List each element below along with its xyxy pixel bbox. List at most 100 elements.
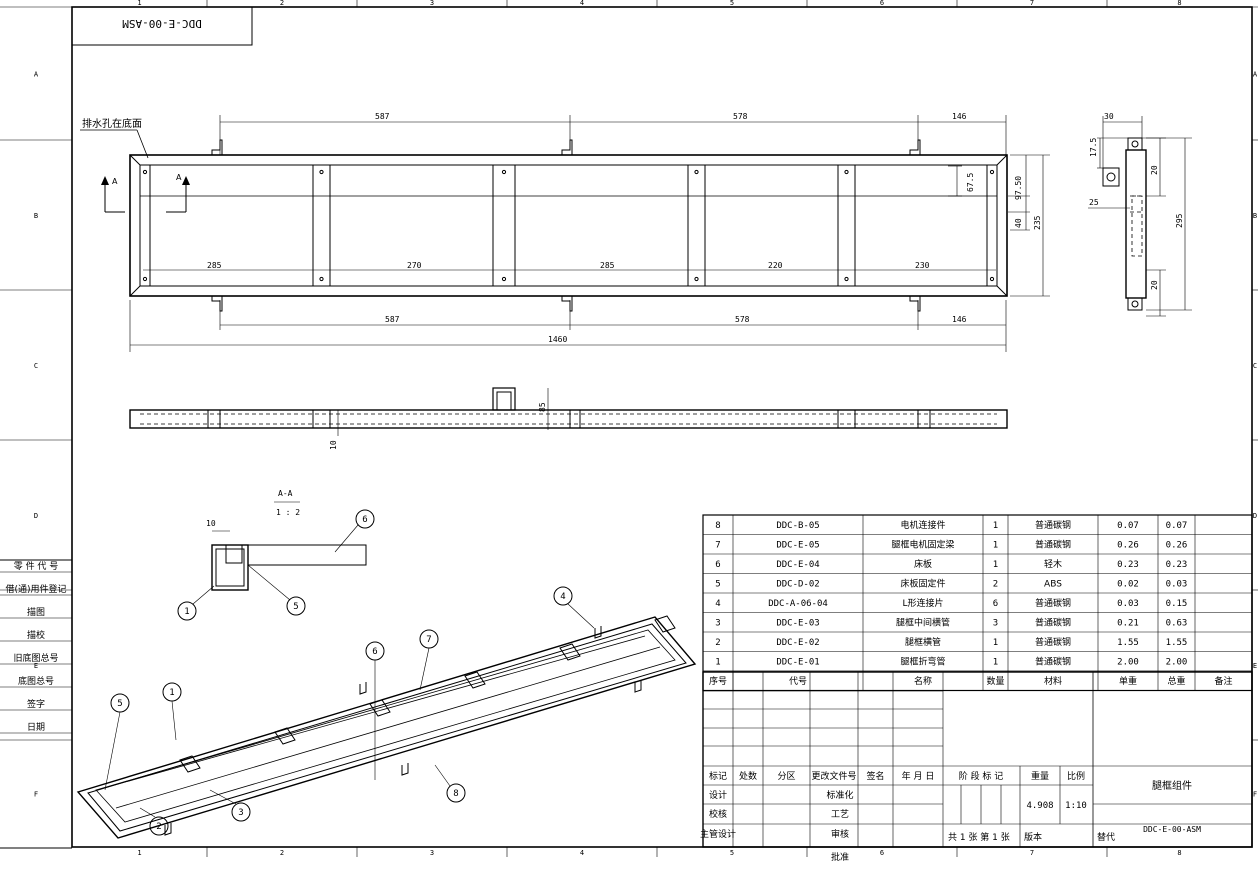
bom-cell: 轻木 [1044, 558, 1062, 570]
bom-cell: 1 [993, 658, 998, 668]
side-dim-d: 20 [1150, 280, 1159, 290]
role-label: 设计 [709, 789, 727, 801]
row-marker-left: C [34, 362, 38, 370]
bom-cell: 腿框电机固定梁 [891, 539, 954, 551]
bom-cell: DDC-E-04 [776, 560, 819, 570]
title-block: 标记处数分区更改文件号签名年 月 日设计校核主管设计标准化工艺审核批准阶 段 标… [700, 671, 1253, 863]
side-dim-h: 295 [1175, 213, 1184, 228]
balloon-iso: 6 [372, 647, 377, 657]
row-marker-right: C [1253, 362, 1257, 370]
cross-members [139, 164, 998, 287]
brackets [211, 139, 921, 312]
role2-label: 审核 [831, 828, 849, 840]
dim-inner-5: 230 [915, 261, 930, 270]
left-strip-label: 描图 [27, 606, 45, 618]
bom-cell: 1.55 [1166, 638, 1188, 648]
dim-right-1: 67.5 [966, 173, 975, 192]
row-marker-right: E [1253, 662, 1257, 670]
rev-header: 年 月 日 [902, 770, 935, 782]
dim-right-4: 235 [1033, 215, 1042, 230]
side-dim-w: 30 [1104, 112, 1114, 121]
column-marker-bottom: 4 [580, 849, 584, 857]
bom-cell: 8 [715, 521, 720, 531]
left-strip-label: 描校 [27, 629, 45, 641]
column-marker-top: 2 [280, 0, 284, 7]
scale-label: 比例 [1067, 770, 1085, 782]
column-marker-bottom: 3 [430, 849, 434, 857]
balloon-iso: 8 [453, 789, 458, 799]
row-marker-left: F [34, 791, 38, 799]
side-dim-c: 25 [1089, 198, 1099, 207]
bom-cell: DDC-E-05 [776, 541, 819, 551]
bom-cell: 1 [993, 521, 998, 531]
bom-cell: DDC-B-05 [776, 521, 819, 531]
dim-inner-4: 220 [768, 261, 783, 270]
left-strip-label: 零 件 代 号 [14, 560, 59, 572]
bom-cell: 0.63 [1166, 619, 1188, 629]
dim-bottom-2: 578 [735, 315, 750, 324]
left-strip-label: 签字 [27, 698, 45, 710]
bom-cell: 1.55 [1117, 638, 1139, 648]
row-marker-left: B [34, 212, 38, 220]
row-marker-right: A [1253, 71, 1258, 79]
bom-header: 备注 [1214, 675, 1232, 687]
side-dim-b: 20 [1150, 165, 1159, 175]
bom-cell: DDC-E-03 [776, 619, 819, 629]
rev-header: 分区 [777, 771, 795, 782]
bom-cell: 3 [993, 619, 998, 629]
bom-header: 序号 [709, 675, 727, 687]
section-scale: 1 : 2 [276, 508, 300, 517]
role-label: 校核 [709, 808, 727, 820]
bom-cell: 0.03 [1117, 599, 1139, 609]
row-marker-right: D [1253, 512, 1257, 520]
balloon-iso: 2 [156, 822, 161, 832]
bom-cell: 2.00 [1117, 658, 1139, 668]
dim-top-1: 587 [375, 112, 390, 121]
role2-label: 批准 [831, 851, 849, 863]
sheet-count: 共 1 张 第 1 张 [948, 831, 1010, 843]
front-dim-t: 10 [329, 440, 338, 450]
bom-cell: 6 [993, 599, 998, 609]
dim-right-3: 40 [1014, 218, 1023, 228]
row-marker-right: B [1253, 212, 1257, 220]
frame-inner [139, 164, 998, 287]
balloon-section: 1 [184, 607, 189, 617]
bom-cell: 2.00 [1166, 658, 1188, 668]
bom-cell: 2 [993, 580, 998, 590]
dim-inner-2: 270 [407, 261, 422, 270]
section-mark-left: A [112, 177, 118, 186]
role2-label: 标准化 [826, 789, 853, 801]
bom-cell: 0.03 [1166, 580, 1188, 590]
rotated-drawing-code: DDC-E-00-ASM [122, 17, 202, 30]
bom-cell: 6 [715, 560, 720, 570]
weight-label: 重量 [1031, 770, 1049, 782]
left-strip-label: 旧底图总号 [13, 652, 58, 664]
bom-cell: 5 [715, 580, 720, 590]
scale-value: 1:10 [1065, 801, 1087, 811]
bom-cell: 普通碳钢 [1035, 539, 1071, 551]
balloon-iso: 7 [426, 635, 431, 645]
role2-label: 工艺 [831, 809, 849, 820]
bom-header: 总重 [1167, 675, 1185, 687]
dim-inner-1: 285 [207, 261, 222, 270]
bom-header: 材料 [1044, 675, 1062, 687]
dim-top-3: 146 [952, 112, 967, 121]
bom-cell: DDC-E-01 [776, 658, 819, 668]
isometric-view [76, 615, 697, 839]
column-marker-bottom: 8 [1177, 849, 1181, 857]
stage-label: 阶 段 标 记 [959, 770, 1004, 782]
bom-cell: 腿框折弯管 [900, 656, 945, 668]
bom-cell: 腿框中间横管 [896, 617, 950, 629]
left-strip-label: 日期 [27, 722, 45, 733]
bom-cell: 床板 [914, 558, 932, 570]
bom-cell: 普通碳钢 [1035, 656, 1071, 668]
front-dim-h: 85 [538, 402, 547, 412]
section-mark-right: A [176, 173, 182, 182]
column-marker-bottom: 6 [880, 849, 884, 857]
row-marker-left: D [34, 512, 38, 520]
bom-cell: ABS [1044, 580, 1062, 590]
bom-cell: 0.23 [1117, 560, 1139, 570]
bom-cell: 0.26 [1117, 541, 1139, 551]
